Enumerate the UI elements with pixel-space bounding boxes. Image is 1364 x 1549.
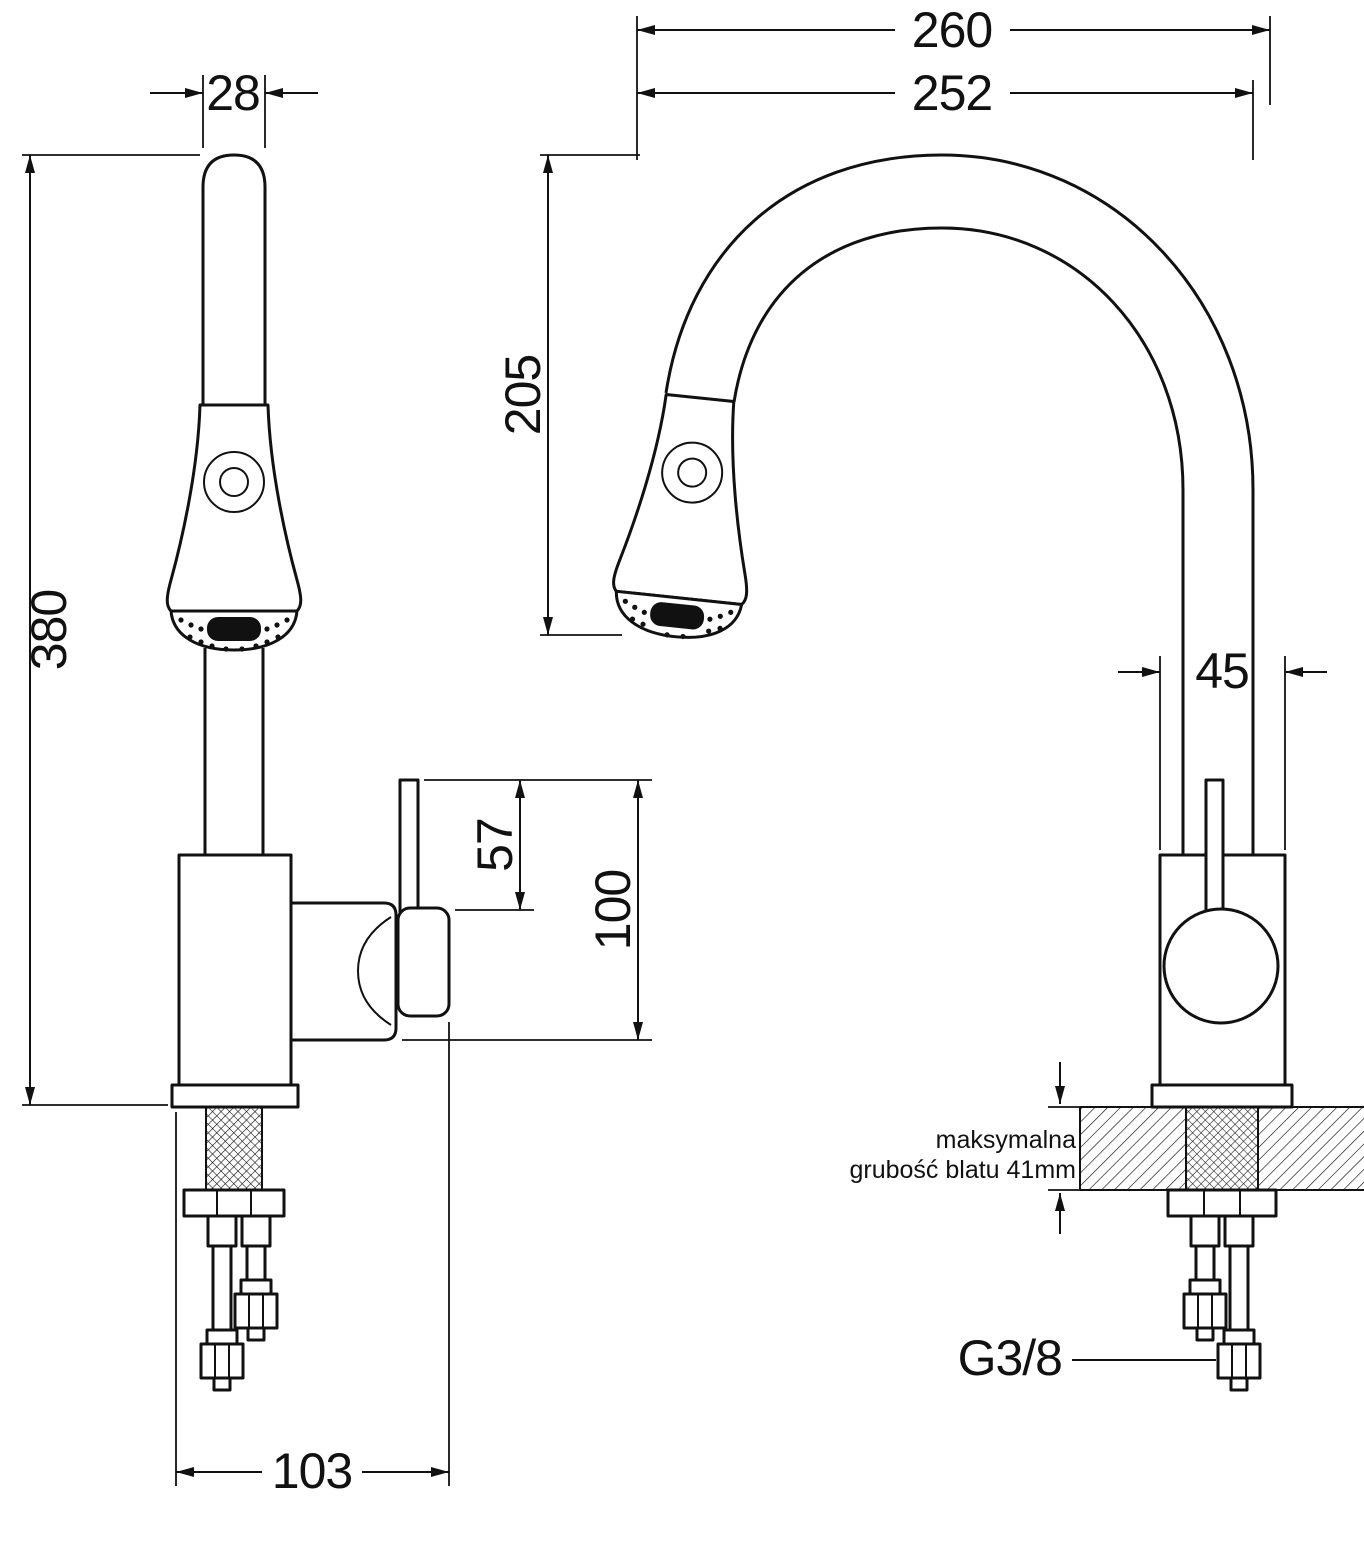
- dim-label-lever-height: 57: [467, 818, 523, 872]
- dim-label-base-depth: 103: [272, 1443, 352, 1499]
- aerator-dots-side: [622, 598, 734, 640]
- spray-button-outer: [203, 451, 265, 513]
- spray-button-inner: [219, 467, 249, 497]
- dim-label-body-width: 45: [1195, 643, 1249, 699]
- gooseneck-inner: [732, 226, 1185, 855]
- dim-body-width: 45: [1118, 643, 1327, 850]
- hose-fitting-left-side: [1182, 1278, 1228, 1342]
- hose-fitting-right: [233, 1278, 279, 1342]
- dimensions: 28 380 57 100 103: [21, 2, 1327, 1499]
- hose-fitting-right-side: [1216, 1328, 1262, 1392]
- spray-head-side: [612, 392, 749, 640]
- handle-grip: [396, 906, 451, 1018]
- countertop-hatch-left: [1080, 1107, 1186, 1190]
- faucet-body: [177, 853, 293, 1087]
- spout-pipe-top: [201, 153, 267, 406]
- dim-label-spout-height: 205: [495, 355, 551, 435]
- spray-head: [165, 403, 303, 613]
- front-view: [165, 153, 451, 1392]
- handle-lever-side: [1204, 778, 1225, 914]
- thread-size-label: G3/8: [958, 1330, 1062, 1386]
- dim-reach-inner: 252: [637, 65, 1254, 160]
- dim-spout-width: 28: [150, 65, 318, 148]
- spray-nozzle: [207, 617, 261, 641]
- mounting-nut-side: [1166, 1188, 1278, 1218]
- hose-collar: [1223, 1214, 1255, 1248]
- countertop-hatch-right: [1258, 1107, 1364, 1190]
- mounting-nut: [182, 1188, 286, 1218]
- mounting-flange: [170, 1083, 300, 1109]
- handle-housing: [289, 901, 398, 1042]
- dim-spout-height: 205: [495, 154, 640, 636]
- side-view: [612, 153, 1364, 1392]
- dim-total-height: 380: [21, 154, 200, 1106]
- dim-handle-height: 100: [402, 780, 652, 1041]
- countertop-note-line2: grubość blatu 41mm: [849, 1156, 1076, 1184]
- dim-label-total-height: 380: [21, 590, 77, 670]
- mounting-flange-side: [1150, 1083, 1294, 1109]
- dim-label-spout-width: 28: [206, 65, 260, 121]
- dim-label-handle-height: 100: [585, 870, 641, 950]
- thread-callout: G3/8: [958, 1330, 1216, 1386]
- hose-collar: [1189, 1214, 1221, 1248]
- dim-reach-outer: 260: [636, 2, 1271, 160]
- dim-label-reach-inner: 252: [912, 65, 992, 121]
- dim-lever-height: 57: [424, 779, 652, 911]
- handle-housing-arc: [356, 916, 392, 1026]
- countertop-note-line1: maksymalna: [936, 1126, 1076, 1154]
- dim-base-depth: 103: [175, 1022, 450, 1499]
- gooseneck-outer: [664, 153, 1255, 855]
- countertop-note: maksymalna grubość blatu 41mm: [849, 1062, 1076, 1234]
- handle-lever: [398, 778, 420, 914]
- aerator-dots: [178, 617, 290, 652]
- dim-label-reach-outer: 260: [912, 2, 992, 58]
- hose-collar: [240, 1214, 272, 1248]
- hose-collar: [206, 1214, 238, 1248]
- threaded-shank-side-crosshatch: [1186, 1107, 1258, 1190]
- handle-ball-joint: [1162, 907, 1280, 1025]
- hose-fitting-left: [199, 1328, 245, 1392]
- threaded-shank-crosshatch: [206, 1107, 262, 1190]
